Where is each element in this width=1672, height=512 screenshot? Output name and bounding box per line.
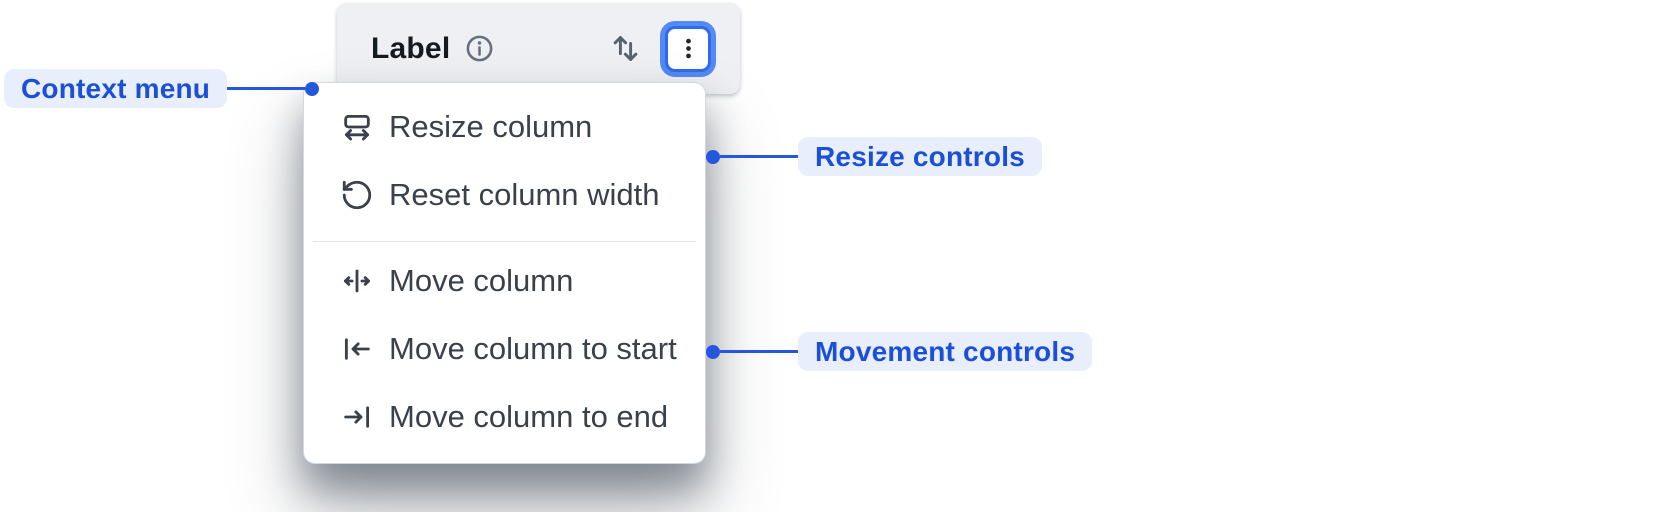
move-column-icon xyxy=(340,264,374,298)
annotation-label: Movement controls xyxy=(815,335,1076,367)
annotation-connector-dot xyxy=(305,81,320,96)
reset-column-width-icon xyxy=(340,178,374,212)
annotation-resize-controls: Resize controls xyxy=(706,137,1042,176)
annotation-label: Resize controls xyxy=(815,140,1025,172)
annotation-pill: Resize controls xyxy=(798,137,1042,176)
annotation-connector-dot xyxy=(706,344,720,359)
sort-up-down-icon[interactable] xyxy=(608,31,643,66)
menu-divider xyxy=(313,241,696,242)
annotation-context-menu: Context menu xyxy=(4,69,320,108)
column-menu-button[interactable] xyxy=(665,25,711,72)
annotation-connector-line xyxy=(720,350,798,353)
menu-item-label: Move column to start xyxy=(389,331,677,366)
context-menu: Resize column Reset column width Move co… xyxy=(303,82,706,464)
menu-item-label: Resize column xyxy=(389,109,593,144)
menu-item-reset-column-width[interactable]: Reset column width xyxy=(304,161,705,229)
menu-item-label: Reset column width xyxy=(389,177,660,212)
menu-item-label: Move column xyxy=(389,263,574,298)
annotation-connector-line xyxy=(227,87,306,90)
column-header-label: Label xyxy=(371,31,451,65)
annotation-movement-controls: Movement controls xyxy=(706,332,1093,371)
resize-column-icon xyxy=(340,110,374,144)
move-column-to-end-icon xyxy=(340,400,374,434)
move-column-to-start-icon xyxy=(340,332,374,366)
annotation-pill: Movement controls xyxy=(798,332,1093,371)
annotation-label: Context menu xyxy=(21,72,211,104)
menu-item-move-column-to-end[interactable]: Move column to end xyxy=(304,383,705,451)
annotation-pill: Context menu xyxy=(4,69,228,108)
menu-item-label: Move column to end xyxy=(389,399,669,434)
three-dots-vertical-icon xyxy=(675,35,702,62)
info-icon[interactable] xyxy=(464,33,495,64)
menu-item-move-column[interactable]: Move column xyxy=(304,247,705,315)
annotation-connector-line xyxy=(720,155,798,158)
menu-item-resize-column[interactable]: Resize column xyxy=(304,93,705,161)
column-header: Label xyxy=(337,3,740,94)
annotation-connector-dot xyxy=(706,149,720,164)
menu-item-move-column-to-start[interactable]: Move column to start xyxy=(304,315,705,383)
